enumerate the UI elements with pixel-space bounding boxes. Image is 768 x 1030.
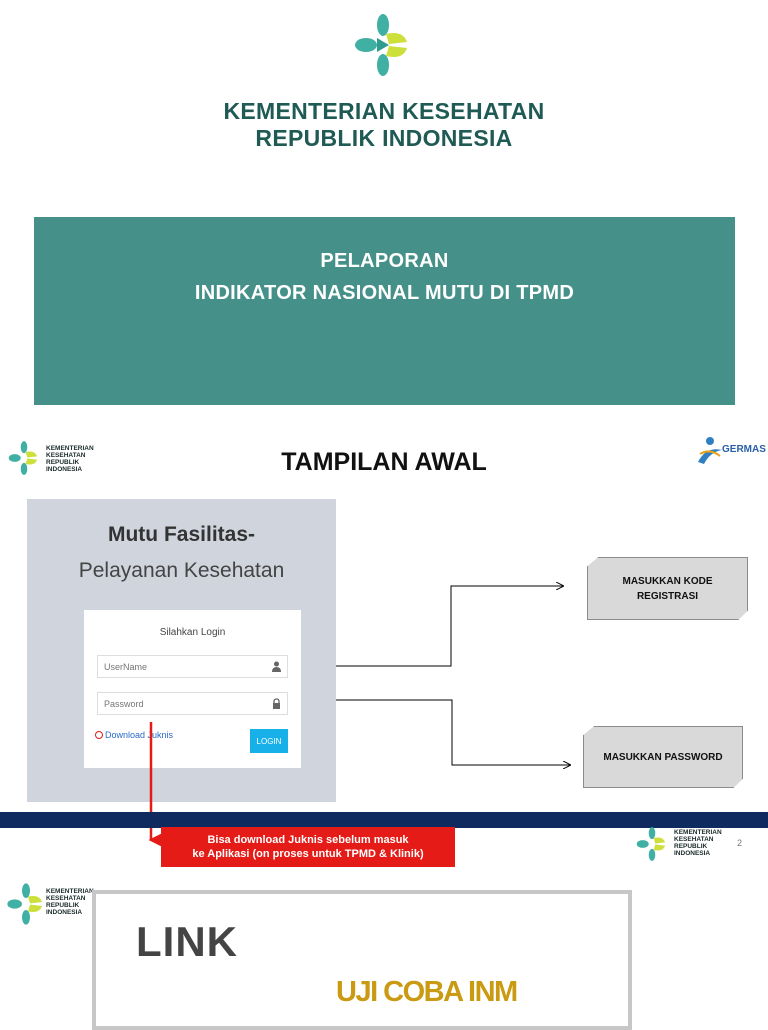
ministry-logo-icon <box>636 827 666 861</box>
app-title-line2: Pelayanan Kesehatan <box>78 559 285 582</box>
arrow-username <box>336 586 563 667</box>
note-line1: Bisa download Juknis sebelum masuk <box>207 834 409 846</box>
slide-title: TAMPILAN AWAL <box>281 448 487 476</box>
login-card: Silahkan Login Download Juknis LOGIN <box>84 610 301 768</box>
ministry-name-line2: REPUBLIK INDONESIA <box>255 125 513 151</box>
download-link-label: Download Juknis <box>105 730 174 740</box>
ministry-logo-icon <box>7 883 42 925</box>
banner-line1: PELAPORAN <box>320 250 449 272</box>
callout-password: MASUKKAN PASSWORD <box>583 726 743 788</box>
germas-label: GERMAS <box>722 444 766 455</box>
username-field[interactable] <box>97 655 288 678</box>
title-banner: PELAPORAN INDIKATOR NASIONAL MUTU DI TPM… <box>34 217 735 405</box>
ministry-name-line1: KEMENTERIAN KESEHATAN <box>223 98 545 124</box>
download-juknis-link[interactable]: Download Juknis <box>95 730 173 740</box>
download-note: Bisa download Juknis sebelum masuk ke Ap… <box>161 827 455 867</box>
page-number: 2 <box>737 838 743 848</box>
germas-figure-icon <box>698 437 722 464</box>
slide-divider-strip <box>0 812 768 828</box>
slide-title: KEMENTERIAN KESEHATAN REPUBLIK INDONESIA… <box>0 0 768 410</box>
login-screenshot-panel: Mutu Fasilitas- Pelayanan Kesehatan Sila… <box>27 499 336 802</box>
germas-logo: GERMAS <box>696 434 766 470</box>
password-input[interactable] <box>98 693 264 714</box>
uji-coba-title: UJI COBA INM <box>336 976 518 1008</box>
ministry-logo-icon <box>8 441 38 475</box>
lock-icon <box>273 698 280 709</box>
user-icon <box>272 661 281 672</box>
login-button[interactable]: LOGIN <box>250 729 288 753</box>
ministry-logo-icon <box>355 14 407 76</box>
banner-line2: INDIKATOR NASIONAL MUTU DI TPMD <box>194 282 575 304</box>
note-line2: ke Aplikasi (on proses untuk TPMD & Klin… <box>192 848 424 860</box>
app-title-line1: Mutu Fasilitas- <box>107 523 255 546</box>
download-circle-icon <box>95 731 103 739</box>
login-heading: Silahkan Login <box>159 627 226 638</box>
username-input[interactable] <box>98 656 264 677</box>
link-box: LINK UJI COBA INM <box>92 890 632 1030</box>
link-title: LINK <box>136 918 238 965</box>
password-field[interactable] <box>97 692 288 715</box>
arrow-password <box>336 699 570 765</box>
